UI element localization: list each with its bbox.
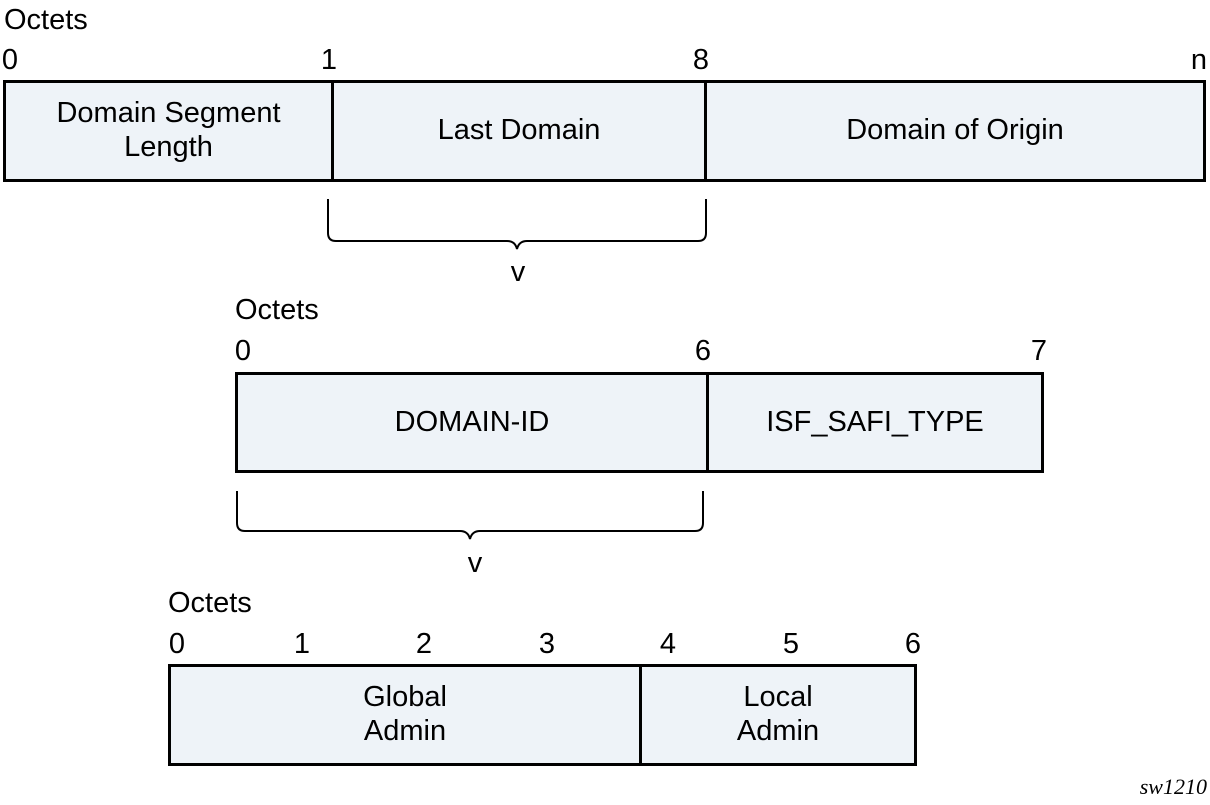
octet-tick: 7 [1030,335,1048,367]
octet-tick: 0 [234,335,252,367]
octets-label-1: Octets [4,4,88,36]
figure-reference: sw1210 [1139,774,1207,799]
octets-label-3: Octets [168,587,252,619]
brace-label-1: v [510,256,526,288]
field-domain-id: DOMAIN-ID [238,375,706,470]
octet-tick: 3 [538,628,556,660]
field-isf-safi-type: ISF_SAFI_TYPE [706,375,1041,470]
octet-tick: 6 [694,335,712,367]
octet-tick: 8 [692,44,710,76]
field-domain-of-origin: Domain of Origin [704,83,1203,179]
field-row-2: DOMAIN-ID ISF_SAFI_TYPE [235,372,1044,473]
field-label: Domain of Origin [846,114,1064,147]
field-label: DOMAIN-ID [394,405,550,438]
field-last-domain: Last Domain [331,83,704,179]
octet-tick: 2 [415,628,433,660]
octet-tick: 0 [1,44,19,76]
octet-tick: 1 [293,628,311,660]
brace-2 [236,491,704,540]
octet-tick: n [1190,44,1208,76]
brace-label-2: v [467,547,483,579]
octet-tick: 6 [904,628,922,660]
octet-tick: 1 [320,44,338,76]
field-label: Last Domain [437,114,601,147]
field-label: ISF_SAFI_TYPE [766,405,984,438]
octets-label-2: Octets [235,294,319,326]
octet-tick: 0 [168,628,186,660]
octet-tick: 4 [659,628,677,660]
brace-1 [327,199,707,250]
octet-tick: 5 [782,628,800,660]
